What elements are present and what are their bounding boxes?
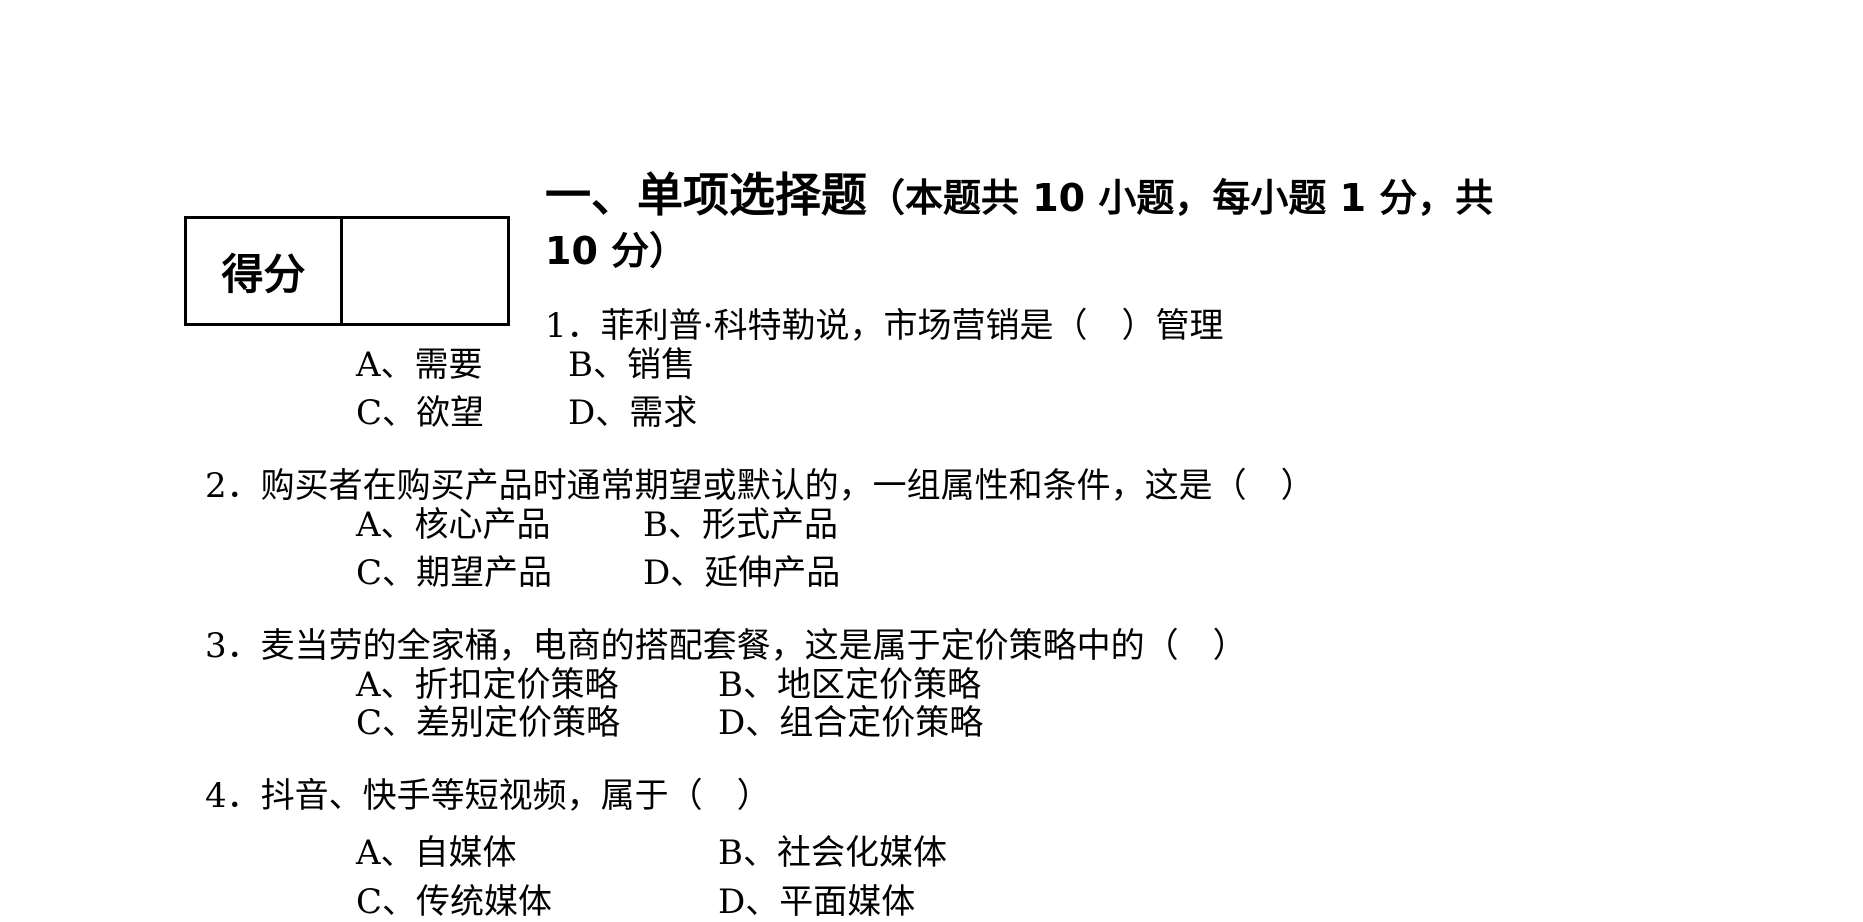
question-1-option-c[interactable]: C、欲望 (356, 393, 485, 433)
question-3-option-b[interactable]: B、地区定价策略 (718, 665, 981, 705)
section-title-note-2: 10 分） (545, 229, 688, 273)
question-4-option-c[interactable]: C、传统媒体 (356, 882, 553, 922)
question-2-option-a[interactable]: A、核心产品 (356, 505, 551, 545)
question-3-option-c[interactable]: C、差别定价策略 (356, 703, 621, 743)
question-2-stem: 2．购买者在购买产品时通常期望或默认的，一组属性和条件，这是（ ） (205, 466, 1315, 506)
question-3-option-d[interactable]: D、组合定价策略 (718, 703, 984, 743)
question-4-option-b[interactable]: B、社会化媒体 (718, 833, 947, 873)
question-2-option-c[interactable]: C、期望产品 (356, 553, 553, 593)
question-1-option-d[interactable]: D、需求 (568, 393, 698, 433)
question-1-option-a[interactable]: A、需要 (356, 345, 483, 385)
score-label: 得分 (187, 219, 343, 323)
section-title: 一、单项选择题（本题共 10 小题，每小题 1 分，共 (545, 168, 1493, 233)
question-3-stem: 3．麦当劳的全家桶，电商的搭配套餐，这是属于定价策略中的（ ） (205, 626, 1247, 666)
question-4-option-d[interactable]: D、平面媒体 (718, 882, 916, 922)
section-title-note: （本题共 10 小题，每小题 1 分，共 (867, 176, 1494, 220)
question-3-option-a[interactable]: A、折扣定价策略 (356, 665, 619, 705)
question-2-option-b[interactable]: B、形式产品 (643, 505, 838, 545)
score-value-field[interactable] (343, 219, 507, 323)
question-2-option-d[interactable]: D、延伸产品 (643, 553, 841, 593)
question-1-stem: 1．菲利普·科特勒说，市场营销是（ ）管理 (545, 306, 1224, 346)
question-4-option-a[interactable]: A、自媒体 (356, 833, 517, 873)
section-title-main: 一、单项选择题 (545, 168, 867, 222)
question-1-option-b[interactable]: B、销售 (568, 345, 695, 385)
score-box: 得分 (184, 216, 510, 326)
section-title-line2: 10 分） (545, 224, 687, 286)
question-4-stem: 4．抖音、快手等短视频，属于（ ） (205, 776, 771, 816)
